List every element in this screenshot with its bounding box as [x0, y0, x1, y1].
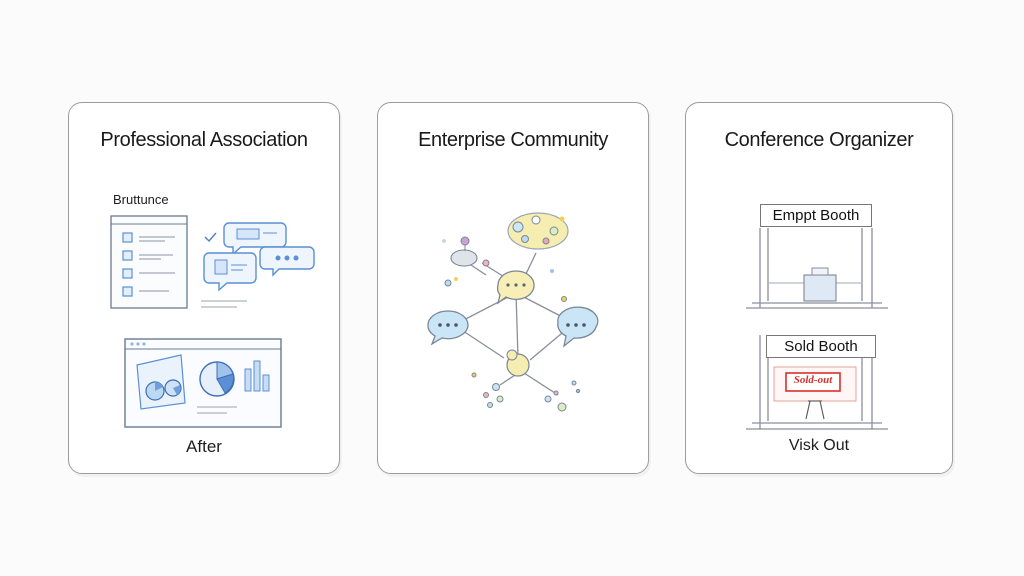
panel-title: Conference Organizer: [724, 129, 914, 151]
empty-booth-label: Emppt Booth: [760, 204, 872, 227]
bottom-label: Visk Out: [788, 437, 850, 454]
panel-professional-association: Professional Association Bruttunce: [68, 102, 340, 474]
after-label: After: [186, 437, 222, 456]
sold-booth-sketch: [746, 335, 888, 430]
empty-booth-sketch: [746, 228, 888, 309]
after-sketch: [124, 338, 282, 428]
sold-out-sign: Sold-out: [793, 374, 833, 386]
panel-title: Enterprise Community: [418, 129, 608, 151]
before-sketch: [110, 215, 315, 309]
community-network-sketch: [427, 212, 599, 412]
before-label: Bruttunce: [113, 192, 169, 207]
panel-enterprise-community: Enterprise Community: [377, 102, 649, 474]
panel-title: Professional Association: [100, 129, 308, 151]
sold-booth-label: Sold Booth: [766, 335, 876, 358]
panel-conference-organizer: Conference Organizer Emppt Booth: [685, 102, 953, 474]
